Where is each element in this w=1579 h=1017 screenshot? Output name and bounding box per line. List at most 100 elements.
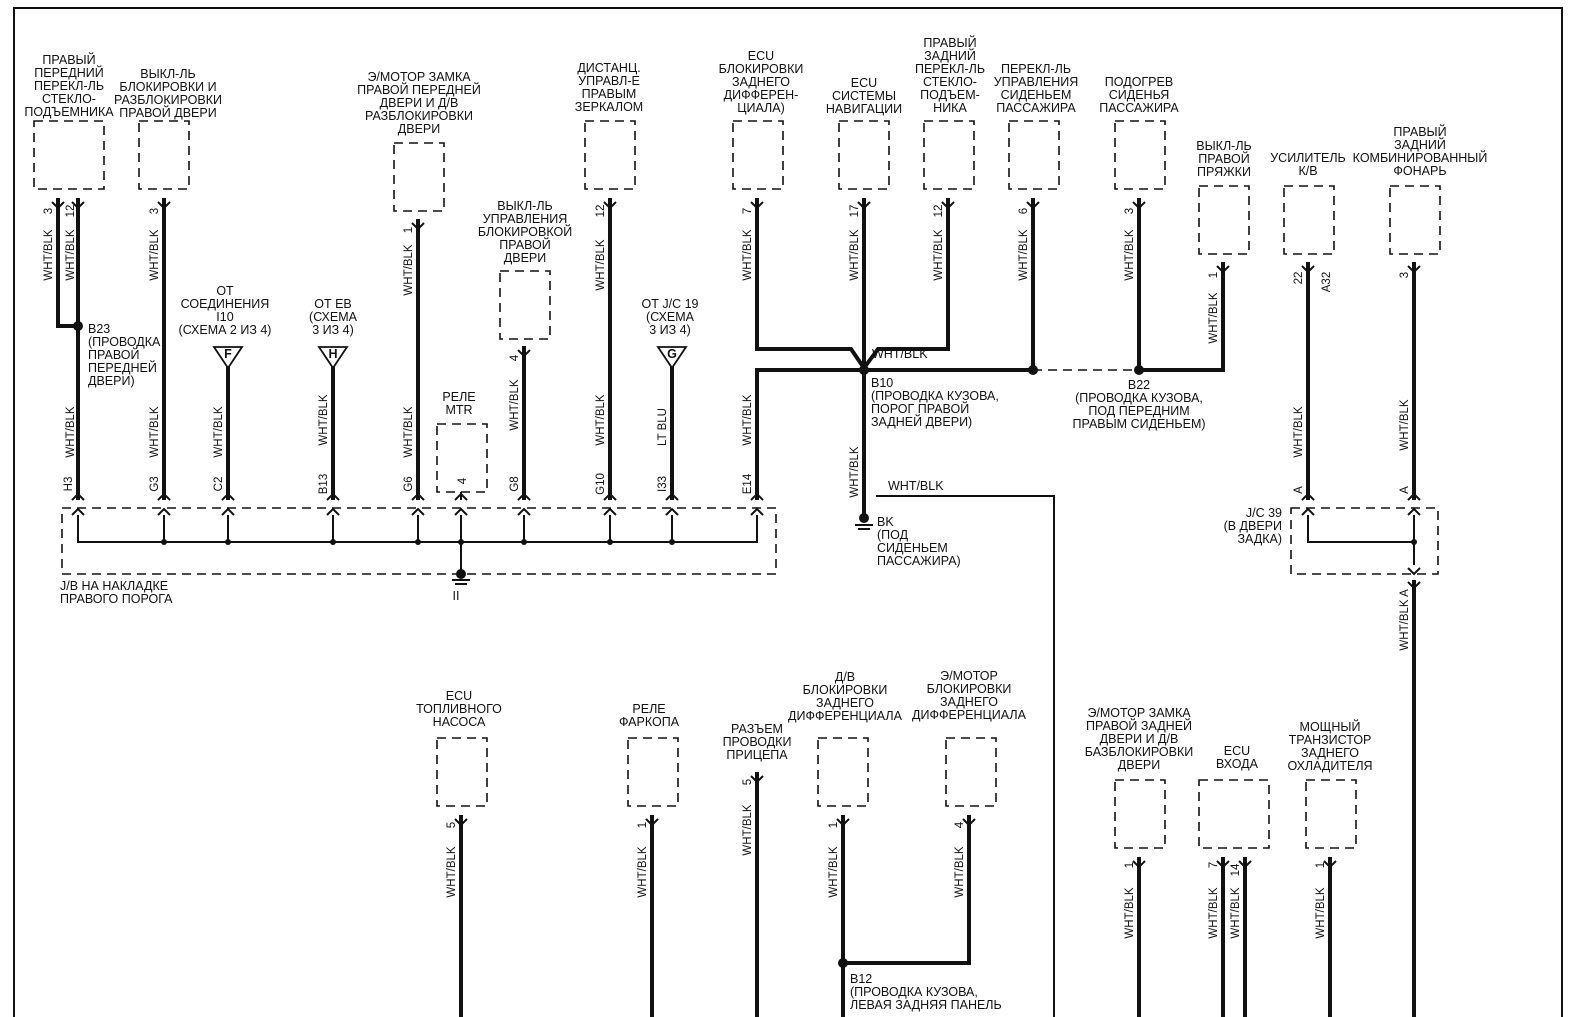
source-g-marker: G bbox=[656, 346, 688, 370]
connector-chevron bbox=[1216, 860, 1230, 869]
connector-chevron bbox=[517, 492, 531, 501]
pin-number-c13: 3 bbox=[1399, 272, 1411, 278]
wire-color-label: WHT/BLK bbox=[595, 394, 607, 445]
label-line: ЗЕРКАЛОМ bbox=[575, 100, 643, 114]
wire-color-label: WHT/BLK bbox=[149, 406, 161, 457]
splice-points bbox=[73, 321, 1144, 968]
wire-color-label: WHT/BLK bbox=[1315, 887, 1327, 938]
connector-chevron bbox=[326, 492, 340, 501]
connector-chevron bbox=[71, 507, 85, 516]
label-line: СТЕКЛО- bbox=[923, 75, 977, 89]
component-box bbox=[945, 737, 997, 807]
wires bbox=[56, 198, 1416, 1017]
label-line: ДИСТАНЦ. bbox=[577, 61, 640, 75]
component-box bbox=[1198, 185, 1250, 255]
component-box bbox=[1198, 779, 1270, 849]
label-line: J/C 39 bbox=[1246, 506, 1282, 520]
label-line: РЕЛЕ bbox=[442, 390, 475, 404]
wire-color-label: WHT/BLK bbox=[403, 244, 415, 295]
connector-chevron bbox=[157, 507, 171, 516]
label-line: (СХЕМА bbox=[646, 310, 695, 324]
label-line: ДИФФЕРЕНЦИАЛА bbox=[912, 708, 1027, 722]
label-line: ПРАВЫЙ bbox=[42, 52, 95, 67]
label-line: ДВЕРИ) bbox=[88, 374, 135, 388]
label-line: ПОДЪЕМ- bbox=[920, 88, 980, 102]
wire-color-label: WHT/BLK bbox=[65, 229, 77, 280]
label-line: ПОДОГРЕВ bbox=[1105, 75, 1173, 89]
source-h-marker: H bbox=[317, 346, 349, 370]
label-line: ПЕРЕКЛ-ЛЬ bbox=[915, 62, 985, 76]
label-line: ECU bbox=[851, 76, 877, 90]
label-line: МОЩНЫЙ bbox=[1300, 719, 1361, 734]
connector-chevron bbox=[157, 201, 171, 210]
splice-node bbox=[1028, 365, 1038, 375]
label-line: РАЗБЛОКИРОВКИ bbox=[114, 93, 222, 107]
component-box bbox=[1283, 185, 1335, 255]
label-line: ПРАВЫЙ bbox=[1393, 124, 1446, 139]
label-line: B12 bbox=[850, 972, 872, 986]
connector-chevron bbox=[221, 492, 235, 501]
label-line: ДВЕРИ bbox=[1118, 758, 1160, 772]
source-h-letter: H bbox=[328, 347, 337, 361]
pin-number-c14: 5 bbox=[446, 822, 458, 828]
label-line: B23 bbox=[88, 322, 110, 336]
label-line: ПОРОГ ПРАВОЙ bbox=[871, 401, 969, 416]
label-line: ВЫКЛ-ЛЬ bbox=[1196, 139, 1251, 153]
label-line: ПРАВОЙ bbox=[88, 347, 139, 362]
pin-number-c11: 1 bbox=[1208, 272, 1220, 278]
wire-color-label: WHT/BLK bbox=[149, 229, 161, 280]
label-line: ДВЕРИ И Д/В bbox=[380, 96, 459, 110]
pin-number-c1a: 3 bbox=[43, 208, 55, 214]
wire-color-label: WHT/BLK bbox=[637, 846, 649, 897]
jb-pin-G6: G6 bbox=[403, 476, 415, 491]
component-box bbox=[1114, 120, 1166, 190]
label-line: 3 ИЗ 4) bbox=[649, 323, 691, 337]
component-boxes bbox=[33, 120, 1441, 849]
label-line: ДИФФЕРЕН- bbox=[724, 88, 799, 102]
connector-markers bbox=[51, 201, 1421, 869]
connector-chevron bbox=[326, 507, 340, 516]
connector-chevron bbox=[603, 201, 617, 210]
pin-number-c7: 17 bbox=[849, 205, 861, 218]
label-line: НАВИГАЦИИ bbox=[826, 102, 902, 116]
label-line: ДВЕРИ bbox=[504, 251, 546, 265]
label-line: ЛЕВАЯ ЗАДНЯЯ ПАНЕЛЬ bbox=[850, 998, 1002, 1012]
label-line: БЛОКИРОВКИ bbox=[719, 62, 804, 76]
pin-number-c9: 6 bbox=[1018, 208, 1030, 214]
label-line: ЗАДНИЙ bbox=[1394, 137, 1446, 152]
label-line: ОТ ЕВ bbox=[314, 297, 352, 311]
component-box bbox=[732, 120, 784, 190]
connector-chevron bbox=[1238, 860, 1252, 869]
wire-color-label-ltblu: LT BLU bbox=[657, 408, 669, 446]
component-box bbox=[584, 120, 636, 190]
pin-number-c10: 3 bbox=[1124, 208, 1136, 214]
jc39-box bbox=[1290, 507, 1439, 575]
label-line: ВЫКЛ-ЛЬ bbox=[140, 67, 195, 81]
pin-number-relay: 4 bbox=[457, 477, 469, 484]
connector-chevron bbox=[645, 818, 659, 827]
jc39-pin: A bbox=[1399, 486, 1411, 494]
pin-number-c20b: 14 bbox=[1230, 863, 1242, 876]
pin-number-c18: 4 bbox=[954, 821, 966, 828]
label-line: УПРАВЛЕНИЯ bbox=[483, 212, 568, 226]
label-line: I10 bbox=[216, 310, 233, 324]
label-line: КОМБИНИРОВАННЫЙ bbox=[1353, 150, 1488, 165]
component-box bbox=[138, 120, 190, 190]
label-line: ЦИАЛА) bbox=[737, 101, 785, 115]
label-line: ОТ J/C 19 bbox=[642, 297, 699, 311]
label-line: ПЕРЕКЛ-ЛЬ bbox=[1001, 62, 1071, 76]
label-line: ОХЛАДИТЕЛЯ bbox=[1287, 759, 1372, 773]
label-line: MTR bbox=[445, 403, 472, 417]
connector-chevron bbox=[1301, 492, 1315, 501]
label-line: УПРАВЛ-Е bbox=[578, 74, 640, 88]
pin-number-c12: 22 bbox=[1293, 272, 1305, 285]
label-line: B10 bbox=[871, 376, 893, 390]
label-line: (ПРОВОДКА КУЗОВА, bbox=[871, 389, 999, 403]
jc39-pin: A bbox=[1399, 589, 1411, 597]
